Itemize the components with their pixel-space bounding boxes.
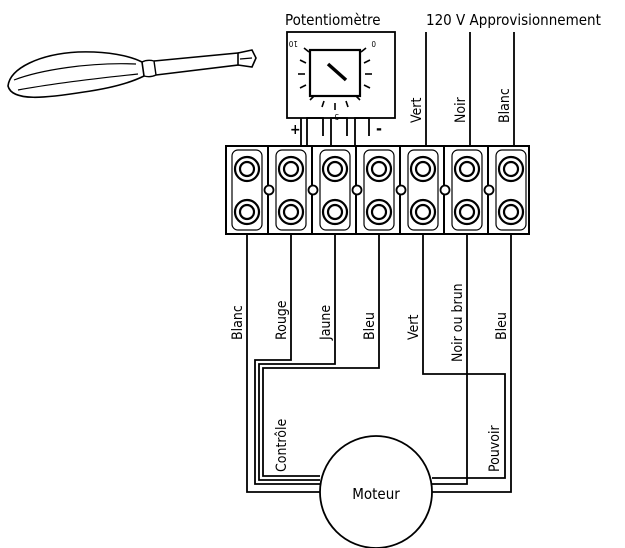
terminal-screws-bottom — [233, 198, 525, 226]
supply-label: 120 V Approvisionnement — [426, 11, 601, 29]
lower-wire-label-vert: Vert — [406, 315, 422, 340]
dial-label-0: 0 — [371, 39, 376, 48]
terminal-screws-top — [233, 155, 525, 183]
potentiometer-label: Potentiomètre — [285, 11, 381, 29]
control-label: Contrôle — [274, 419, 290, 472]
terminal-strip — [225, 145, 530, 235]
motor-label: Moteur — [352, 485, 400, 503]
lower-wire-label-noir-ou-brun: Noir ou brun — [450, 283, 466, 362]
plus-label: + — [290, 122, 301, 138]
dial-label-10: 10 — [288, 39, 298, 48]
lower-wires — [246, 234, 512, 493]
motor — [319, 435, 433, 548]
lower-wire-label-bleu-supply: Bleu — [494, 312, 510, 340]
supply-wire-label-noir: Noir — [453, 96, 469, 123]
minus-label: - — [376, 119, 382, 138]
supply-wires — [425, 32, 515, 147]
lower-wire-label-jaune: Jaune — [318, 305, 334, 341]
dial-ticks — [298, 47, 372, 110]
lower-wire-label-bleu: Bleu — [362, 312, 378, 340]
potentiometer-knob[interactable] — [308, 48, 362, 98]
mounting-holes — [263, 184, 495, 196]
screwdriver-icon — [7, 49, 257, 99]
potentiometer: 10 0 5 + - — [286, 31, 396, 147]
supply-wire-label-vert: Vert — [409, 98, 425, 123]
lower-wire-label-blanc: Blanc — [230, 305, 246, 340]
supply-wire-label-blanc: Blanc — [497, 88, 513, 123]
lower-wire-label-rouge: Rouge — [274, 300, 290, 340]
power-label: Pouvoir — [487, 425, 503, 472]
dial-label-5: 5 — [334, 112, 339, 121]
